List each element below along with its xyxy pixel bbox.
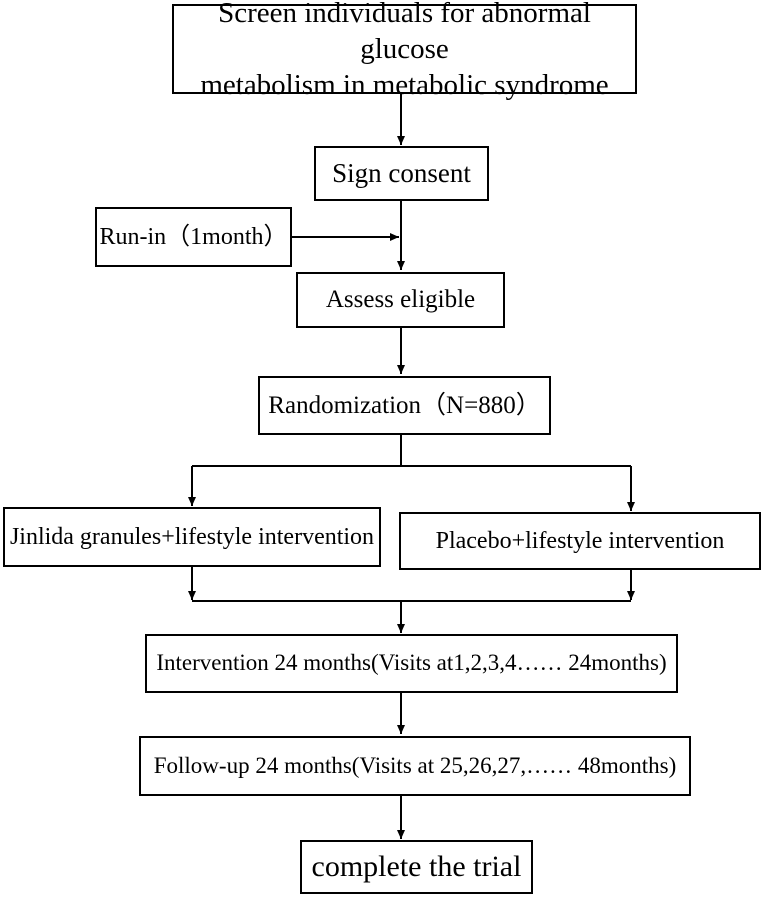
step-arm-jinlida: Jinlida granules+lifestyle intervention	[3, 507, 381, 567]
step-sign-consent-label: Sign consent	[332, 157, 471, 188]
step-randomization: Randomization（N=880）	[258, 376, 551, 435]
step-run-in: Run-in（1month）	[95, 207, 292, 267]
step-follow-up-label: Follow-up 24 months(Visits at 25,26,27,……	[153, 752, 677, 778]
step-complete-trial-label: complete the trial	[311, 850, 522, 884]
step-follow-up: Follow-up 24 months(Visits at 25,26,27,……	[139, 736, 691, 796]
step-arm-placebo: Placebo+lifestyle intervention	[399, 512, 761, 570]
step-sign-consent: Sign consent	[314, 146, 489, 201]
step-assess-eligible: Assess eligible	[296, 272, 505, 328]
step-screen: Screen individuals for abnormal glucose …	[172, 0, 637, 101]
step-screen-line2: metabolism in metabolic syndrome	[200, 69, 609, 102]
step-intervention: Intervention 24 months(Visits at1,2,3,4……	[145, 634, 678, 693]
step-screen-line1: Screen individuals for abnormal glucose	[218, 0, 591, 65]
step-complete-trial: complete the trial	[300, 840, 533, 894]
step-arm-placebo-label: Placebo+lifestyle intervention	[435, 528, 725, 554]
step-arm-jinlida-label: Jinlida granules+lifestyle intervention	[9, 524, 375, 550]
step-assess-eligible-label: Assess eligible	[325, 286, 476, 314]
step-run-in-label: Run-in（1month）	[99, 224, 288, 250]
step-intervention-label: Intervention 24 months(Visits at1,2,3,4……	[156, 650, 667, 676]
step-randomization-label: Randomization（N=880）	[268, 391, 541, 419]
